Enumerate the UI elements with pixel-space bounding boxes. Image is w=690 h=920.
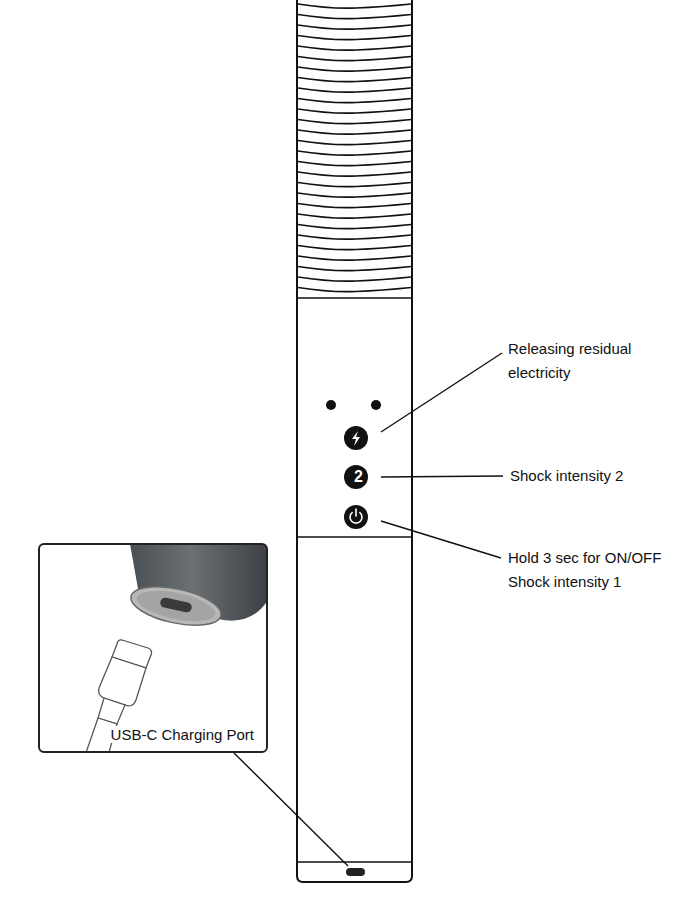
section-line bbox=[297, 297, 412, 299]
power-icon bbox=[355, 509, 357, 516]
grip-ridge bbox=[298, 46, 411, 50]
grip-ridge bbox=[298, 4, 411, 8]
callout-label: Releasing residual electricity bbox=[508, 337, 648, 385]
leader-line bbox=[381, 476, 503, 477]
grip-ridge bbox=[298, 120, 411, 124]
grip-ridge bbox=[298, 99, 411, 103]
grip-ridge bbox=[298, 225, 411, 229]
grip-ridge bbox=[298, 183, 411, 187]
inset-caption: USB-C Charging Port bbox=[109, 726, 256, 743]
grip-ridge bbox=[298, 235, 411, 239]
grip-ridge bbox=[298, 172, 411, 176]
grip-ridge bbox=[298, 15, 411, 19]
indicator-light bbox=[371, 400, 381, 410]
leader-line bbox=[381, 353, 502, 432]
callout-label: Shock intensity 1 bbox=[508, 570, 686, 594]
grip-ridge bbox=[298, 193, 411, 197]
grip-ridge bbox=[298, 88, 411, 92]
grip-ridge bbox=[298, 204, 411, 208]
grip-ridge bbox=[298, 78, 411, 82]
section-line bbox=[297, 861, 412, 863]
grip-ridge bbox=[298, 36, 411, 40]
grip-ridges bbox=[298, 4, 411, 292]
grip-ridge bbox=[298, 246, 411, 250]
grip-ridge bbox=[298, 130, 411, 134]
grip-ridge bbox=[298, 67, 411, 71]
discharge-button bbox=[344, 426, 368, 450]
grip-ridge bbox=[298, 25, 411, 29]
intensity-button: 2 bbox=[344, 465, 373, 489]
usb-c-port bbox=[346, 868, 365, 876]
grip-ridge bbox=[298, 151, 411, 155]
grip-ridge bbox=[298, 267, 411, 271]
grip-ridge bbox=[298, 288, 411, 292]
leader-line bbox=[234, 753, 348, 866]
leader-line bbox=[381, 521, 501, 558]
inset-box: USB-C Charging Port bbox=[38, 543, 268, 753]
callout-label: Shock intensity 2 bbox=[510, 464, 680, 488]
inset-illustration bbox=[80, 544, 267, 751]
section-line bbox=[297, 536, 412, 538]
grip-ridge bbox=[298, 141, 411, 145]
grip-ridge bbox=[298, 277, 411, 281]
grip-ridge bbox=[298, 109, 411, 113]
callout-label: Hold 3 sec for ON/OFF bbox=[508, 546, 686, 570]
grip-ridge bbox=[298, 256, 411, 260]
grip-ridge bbox=[298, 57, 411, 61]
power-button bbox=[344, 505, 368, 529]
device-body bbox=[297, 0, 412, 882]
lightning-icon bbox=[352, 431, 360, 446]
indicator-light bbox=[326, 400, 336, 410]
grip-ridge bbox=[298, 214, 411, 218]
button-number: 2 bbox=[354, 469, 363, 485]
grip-ridge bbox=[298, 162, 411, 166]
